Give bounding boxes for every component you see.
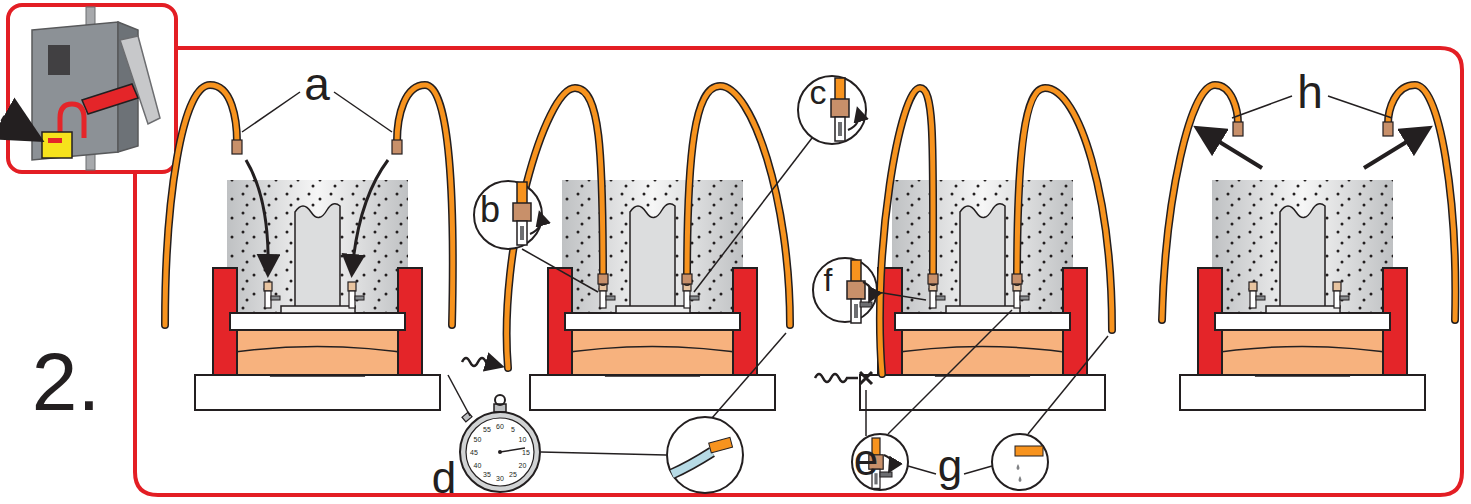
callout-letter: h <box>1297 69 1323 115</box>
dial-number: 40 <box>474 462 482 469</box>
dial-number: 25 <box>509 471 517 478</box>
callout-letter: d <box>432 456 456 500</box>
step-number: 2. <box>32 341 100 423</box>
dial-number: 50 <box>474 436 482 443</box>
dial-number: 15 <box>522 449 530 456</box>
callout-letter: g <box>938 444 962 488</box>
dial-number: 45 <box>470 449 478 456</box>
dial-number: 35 <box>483 471 491 478</box>
dial-number: 20 <box>519 462 527 469</box>
callout-letter: b <box>480 192 500 228</box>
dial-number: 5 <box>511 426 515 433</box>
dial-number: 30 <box>496 475 504 482</box>
dial-number: 60 <box>496 423 504 430</box>
callout-letter: f <box>824 264 833 296</box>
callout-letter: c <box>810 75 827 109</box>
callout-letter: a <box>304 61 330 107</box>
dial-number: 55 <box>483 426 491 433</box>
callout-letter: e <box>854 438 878 482</box>
dial-number: 10 <box>519 436 527 443</box>
